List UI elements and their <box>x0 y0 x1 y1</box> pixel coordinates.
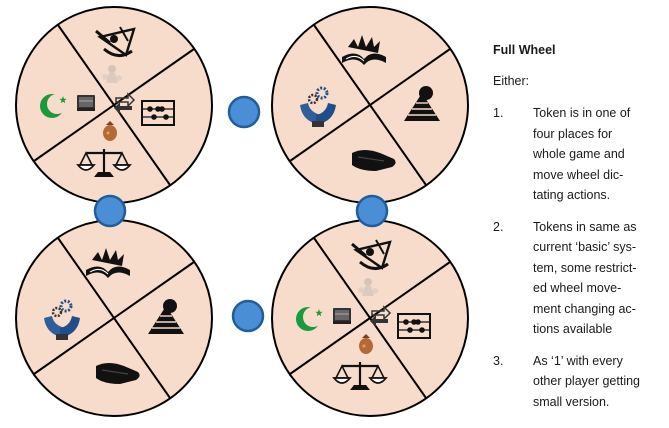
option-line: ment changing ac- <box>533 301 636 316</box>
option-line: whole game and <box>533 147 625 161</box>
option-number: 1. <box>493 106 504 120</box>
wheel-bottom-left <box>15 219 213 417</box>
token-left[interactable] <box>93 194 127 228</box>
option-line: tem, some restrict- <box>533 260 637 275</box>
option-line: move wheel dic- <box>533 167 624 182</box>
option-number: 2. <box>493 219 504 234</box>
option-line: current ‘basic’ sys- <box>533 240 637 254</box>
option-text: As ‘1’ with every other player getting s… <box>533 351 643 413</box>
option-line: tating actions. <box>533 188 611 202</box>
panel-title: Full Wheel <box>493 43 556 57</box>
rules-panel: Full Wheel Either: 1. Token is in one of… <box>493 40 663 423</box>
wheel-top-left <box>15 6 213 204</box>
option-line: four places for <box>533 126 613 141</box>
option-text: Tokens in same as current ‘basic’ sys- t… <box>533 217 643 340</box>
token-right[interactable] <box>355 194 389 228</box>
option-line: tions available <box>533 322 613 336</box>
option-line: ed wheel move- <box>533 281 622 295</box>
wheel-top-right <box>271 6 469 204</box>
option-3: 3. As ‘1’ with every other player gettin… <box>493 351 663 413</box>
wheel-bottom-right <box>271 219 469 417</box>
option-line: small version. <box>533 394 610 409</box>
option-1: 1. Token is in one of four places for wh… <box>493 103 663 206</box>
token-bottom[interactable] <box>231 299 265 333</box>
option-line: other player getting <box>533 374 641 388</box>
option-number: 3. <box>493 353 504 368</box>
token-center[interactable] <box>227 95 261 129</box>
option-line: As ‘1’ with every <box>533 353 623 368</box>
panel-intro: Either: <box>493 73 530 88</box>
option-line: Tokens in same as <box>533 219 637 234</box>
option-line: Token is in one of <box>533 106 631 120</box>
option-2: 2. Tokens in same as current ‘basic’ sys… <box>493 217 663 340</box>
option-text: Token is in one of four places for whole… <box>533 103 643 206</box>
